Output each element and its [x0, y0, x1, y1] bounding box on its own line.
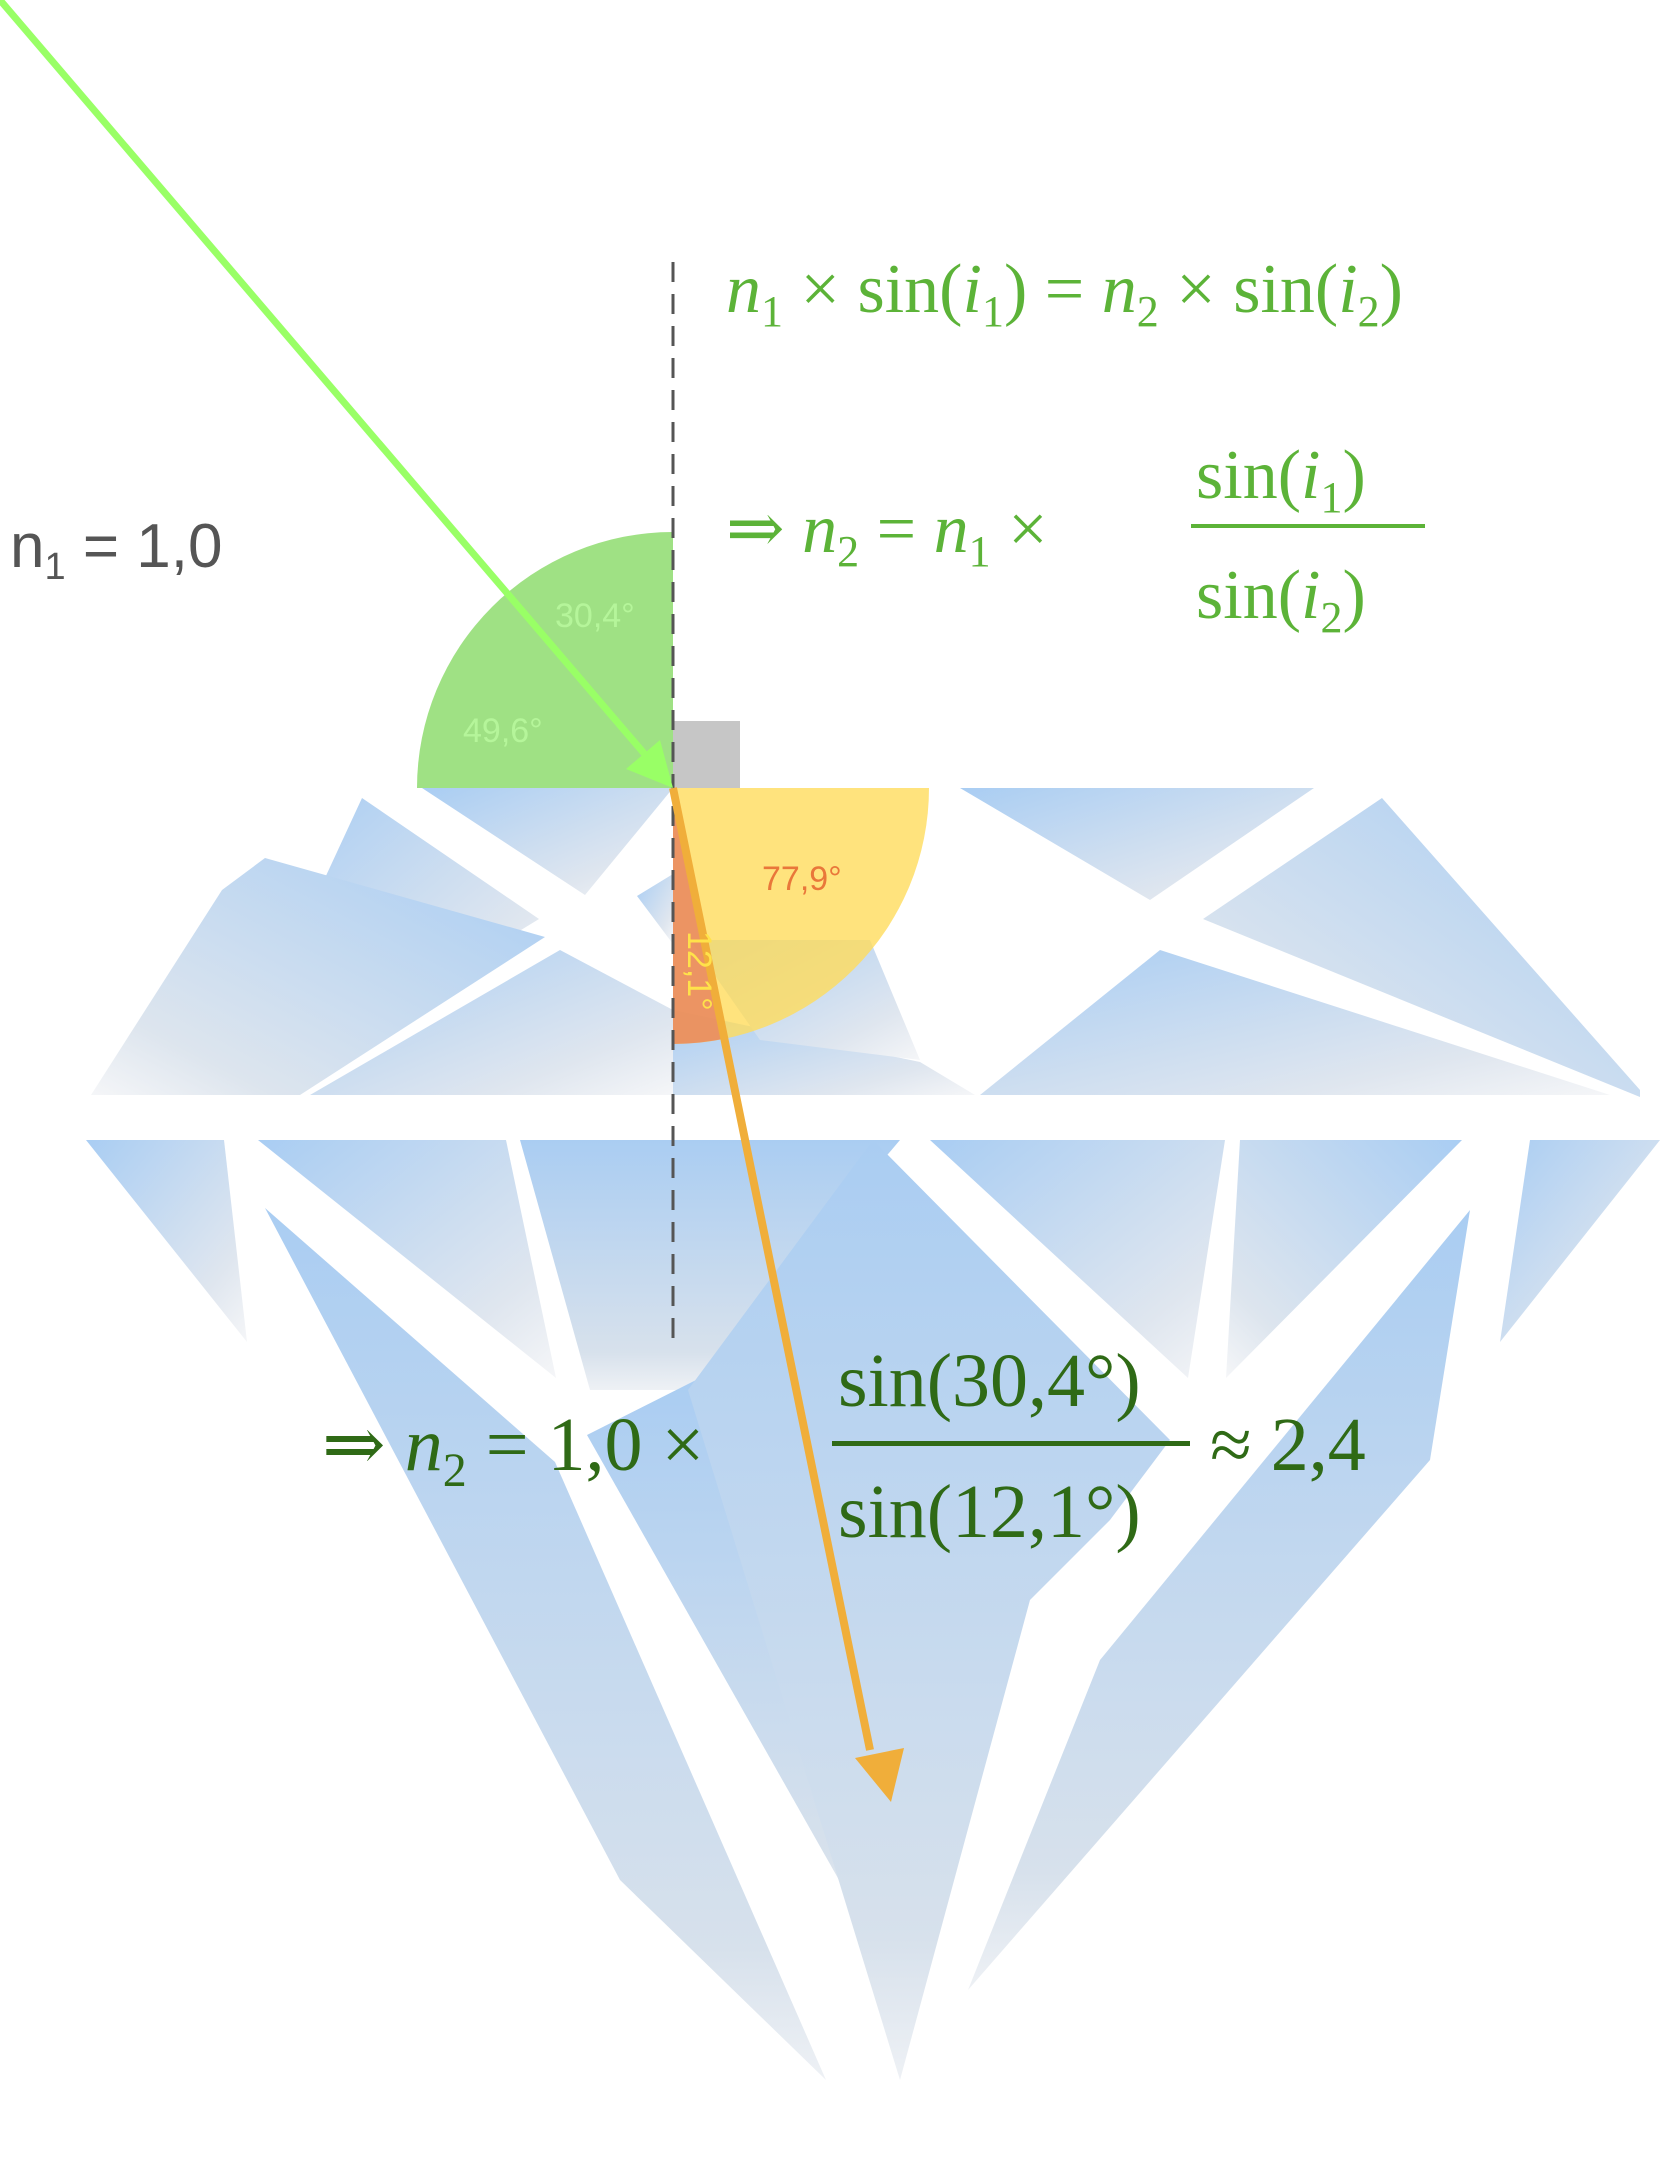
complement-incident-angle-label: 49,6°	[463, 712, 543, 750]
result-denominator: sin(12,1°)	[838, 1470, 1141, 1554]
result-fraction-bar	[832, 1441, 1190, 1446]
pavilion-facet	[86, 1140, 247, 1342]
pavilion-facet	[1226, 1140, 1462, 1378]
refracted-ray-arrowhead	[855, 1748, 904, 1802]
rearranged-denominator: sin(i2)	[1196, 557, 1366, 642]
incidence-angle-label: 30,4°	[555, 597, 635, 635]
pavilion-facet	[587, 1378, 873, 1940]
crown-facet	[91, 858, 545, 1095]
crown-facet	[980, 950, 1610, 1095]
pavilion-facet	[930, 1140, 1225, 1378]
pavilion-facet	[265, 1208, 826, 2080]
diamond	[86, 788, 1660, 2080]
incident-ray	[0, 0, 673, 788]
diamond-crown	[91, 788, 1640, 1097]
refracted-complement-sector	[673, 788, 929, 1044]
medium-index-label: n1 = 1,0	[10, 512, 222, 588]
result-approximation: ≈ 2,4	[1210, 1403, 1366, 1487]
pavilion-facet	[258, 1140, 556, 1378]
complement-refracted-angle-label: 77,9°	[762, 860, 842, 898]
crown-facet	[422, 788, 673, 895]
crown-facet	[310, 950, 673, 1095]
pavilion-facet	[968, 1210, 1470, 1990]
pavilion-facet	[688, 1140, 1170, 2080]
incident-ray-arrowhead	[626, 740, 673, 788]
pavilion-facet	[1500, 1140, 1660, 1342]
result-formula: ⇒ n2 = 1,0 × sin(30,4°) sin(12,1°) ≈ 2,4	[322, 1339, 1366, 1554]
refraction-angle-label: 12,1°	[680, 931, 718, 1011]
crown-facet	[960, 788, 1314, 900]
crown-facet	[1203, 798, 1640, 1097]
rearranged-formula: ⇒ n2 = n1 × sin(i1) sin(i2)	[726, 437, 1425, 642]
rearranged-fraction-bar	[1191, 524, 1425, 528]
crown-facet	[637, 874, 673, 944]
result-numerator: sin(30,4°)	[838, 1339, 1141, 1423]
rearranged-numerator: sin(i1)	[1196, 437, 1366, 522]
incident-angle-sector	[417, 532, 673, 788]
snell-law-formula: n1 × sin(i1) = n2 × sin(i2)	[726, 251, 1403, 336]
svg-text:⇒ n2 = 1,0 ×: ⇒ n2 = 1,0 ×	[322, 1403, 704, 1497]
svg-text:⇒ n2 = n1 ×: ⇒ n2 = n1 ×	[726, 491, 1048, 576]
diamond-pavilion	[86, 1140, 1660, 2080]
right-angle-marker	[673, 721, 740, 788]
refracted-ray	[669, 787, 904, 1802]
pavilion-facet	[520, 1140, 900, 1390]
